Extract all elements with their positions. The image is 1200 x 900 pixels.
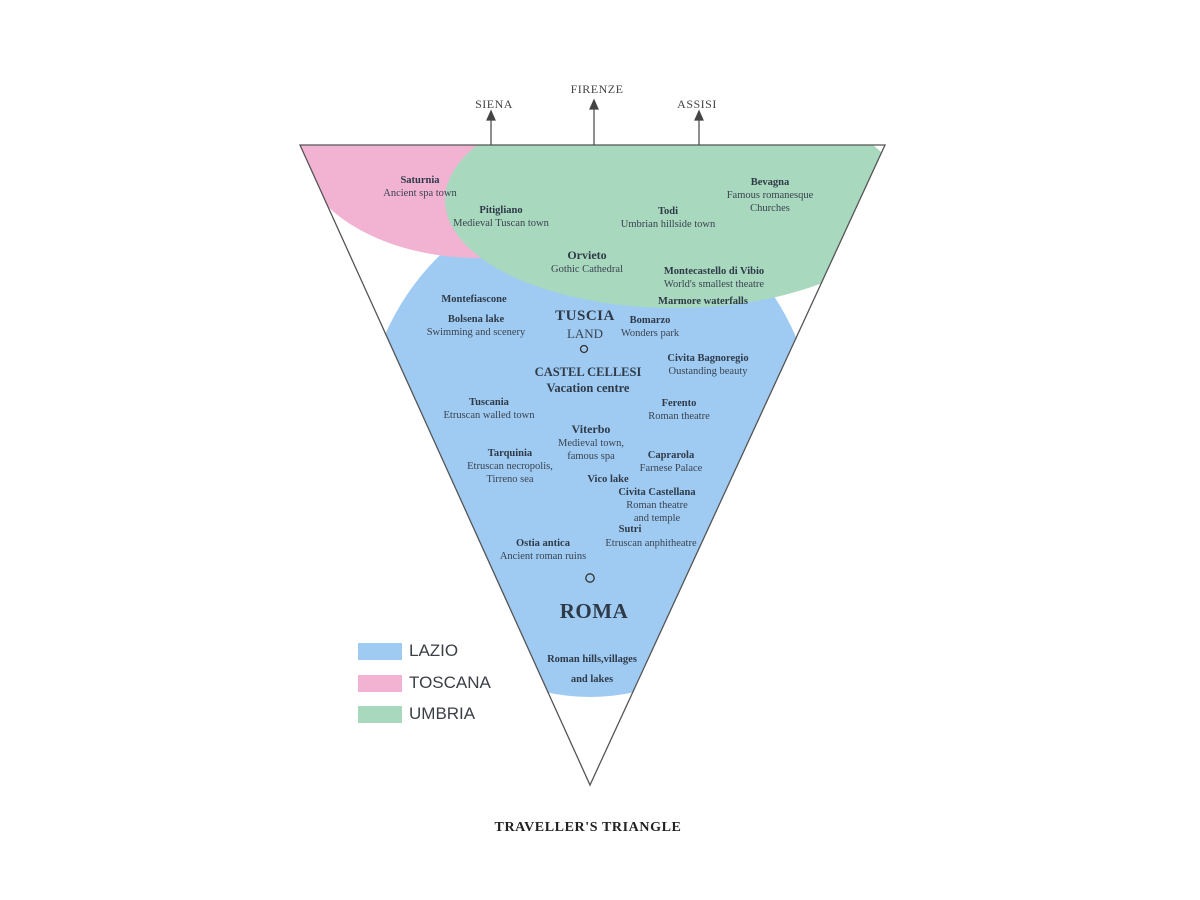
place-desc: Umbrian hillside town: [620, 219, 716, 231]
place-desc: Etruscan necropolis,: [467, 461, 553, 473]
place-name: Orvieto: [567, 248, 607, 262]
place-tuscia: TUSCIA LAND: [555, 307, 615, 342]
place-ostia: Ostia antica Ancient roman ruins: [500, 537, 586, 563]
place-roma: ROMA: [560, 598, 629, 624]
assisi-label: ASSISI: [677, 97, 717, 111]
legend-label: UMBRIA: [409, 704, 476, 723]
place-desc: Swimming and scenery: [426, 327, 526, 339]
place-desc: Ancient roman ruins: [499, 551, 587, 563]
legend-item-lazio: LAZIO: [358, 641, 458, 661]
place-desc: Medieval Tuscan town: [453, 218, 549, 230]
place-name: Marmore waterfalls: [658, 296, 748, 307]
place-desc: Gothic Cathedral: [550, 264, 624, 275]
place-desc: Wonders park: [620, 328, 680, 340]
legend-swatch: [358, 674, 402, 692]
firenze-label: FIRENZE: [570, 82, 624, 96]
place-saturnia: Saturnia Ancient spa town: [383, 174, 457, 200]
place-name: Saturnia: [400, 175, 440, 186]
place-desc: Farnese Palace: [639, 463, 703, 475]
place-montecastello: Montecastello di Vibio World's smallest …: [664, 265, 764, 291]
legend-swatch: [358, 642, 402, 660]
triangle-outline: [298, 144, 887, 787]
place-desc: Churches: [750, 203, 790, 215]
umbria-region: [445, 145, 885, 308]
place-name: Ferento: [661, 398, 697, 409]
place-desc: Etruscan anphitheatre: [605, 538, 697, 549]
place-bolsena: Bolsena lake Swimming and scenery: [427, 313, 526, 339]
legend-label: LAZIO: [409, 641, 459, 660]
place-desc: Tirreno sea: [486, 474, 534, 486]
place-sutri: Sutri: [619, 523, 642, 536]
legend-item-toscana: TOSCANA: [358, 673, 491, 693]
place-name: Vico lake: [587, 474, 629, 485]
place-name: Todi: [657, 206, 679, 217]
place-name: Montecastello di Vibio: [663, 266, 765, 277]
place-bevagna: Bevagna Famous romanesque Churches: [727, 176, 814, 215]
place-name: Bevagna: [750, 177, 790, 188]
place-desc: Medieval town,: [558, 438, 624, 449]
place-desc: LAND: [566, 325, 604, 341]
place-desc: Roman theatre: [648, 411, 710, 423]
place-bomarzo: Bomarzo Wonders park: [621, 314, 679, 340]
place-name: Montefiascone: [441, 294, 507, 305]
place-name: Civita Bagnoregio: [667, 353, 749, 364]
place-name: Bomarzo: [629, 315, 671, 326]
place-name: Sutri: [618, 524, 642, 535]
roma-marker: [585, 573, 595, 583]
place-sutri-desc: Etruscan anphitheatre: [605, 537, 696, 550]
legend-swatch: [358, 705, 402, 723]
place-ferento: Ferento Roman theatre: [648, 397, 710, 423]
place-desc: Oustanding beauty: [668, 366, 748, 378]
place-desc: Roman theatre: [626, 500, 688, 512]
place-desc: Ancient spa town: [383, 188, 457, 200]
diagram-title: TRAVELLER'S TRIANGLE: [494, 820, 682, 835]
place-name: Bolsena lake: [447, 314, 505, 325]
place-name: Viterbo: [571, 422, 611, 436]
direction-arrows: [486, 98, 704, 145]
place-civita-bagnoregio: Civita Bagnoregio Oustanding beauty: [667, 352, 748, 378]
place-vico-lake: Vico lake: [587, 473, 628, 486]
castel-cellesi-marker: [579, 344, 589, 354]
place-desc: and lakes: [570, 674, 614, 686]
place-viterbo: Viterbo Medieval town, famous spa: [558, 422, 624, 463]
place-roma-desc: Roman hills,villages and lakes: [547, 650, 637, 691]
place-desc: Etruscan walled town: [443, 410, 535, 422]
place-caprarola: Caprarola Farnese Palace: [640, 449, 703, 475]
place-marmore: Marmore waterfalls: [658, 295, 748, 308]
place-desc: World's smallest theatre: [663, 279, 765, 291]
place-name: Tarquinia: [487, 448, 533, 459]
place-civita-castellana: Civita Castellana Roman theatre and temp…: [618, 486, 695, 525]
place-desc: and temple: [633, 513, 681, 525]
place-name: Ostia antica: [516, 538, 570, 549]
place-castel-cellesi: CASTEL CELLESI Vacation centre: [535, 365, 642, 396]
place-name: Caprarola: [647, 450, 695, 461]
place-subname: Vacation centre: [546, 380, 630, 395]
place-desc: famous spa: [567, 451, 615, 463]
legend-item-umbria: UMBRIA: [358, 704, 475, 724]
place-name: Tuscania: [469, 397, 509, 408]
place-tuscania: Tuscania Etruscan walled town: [444, 396, 535, 422]
place-tarquinia: Tarquinia Etruscan necropolis, Tirreno s…: [467, 447, 553, 486]
place-name: Civita Castellana: [618, 487, 696, 498]
place-desc: Roman hills,villages: [547, 654, 637, 665]
place-name: CASTEL CELLESI: [534, 365, 642, 379]
place-name: ROMA: [559, 599, 629, 623]
legend-label: TOSCANA: [409, 673, 491, 692]
place-desc: Famous romanesque: [726, 190, 814, 202]
place-orvieto: Orvieto Gothic Cathedral: [551, 248, 623, 276]
place-montefiascone: Montefiascone: [441, 293, 506, 306]
place-name: TUSCIA: [555, 308, 615, 324]
place-pitigliano: Pitigliano Medieval Tuscan town: [453, 204, 549, 230]
siena-label: SIENA: [475, 97, 513, 111]
place-name: Pitigliano: [479, 205, 523, 216]
place-todi: Todi Umbrian hillside town: [621, 205, 716, 231]
